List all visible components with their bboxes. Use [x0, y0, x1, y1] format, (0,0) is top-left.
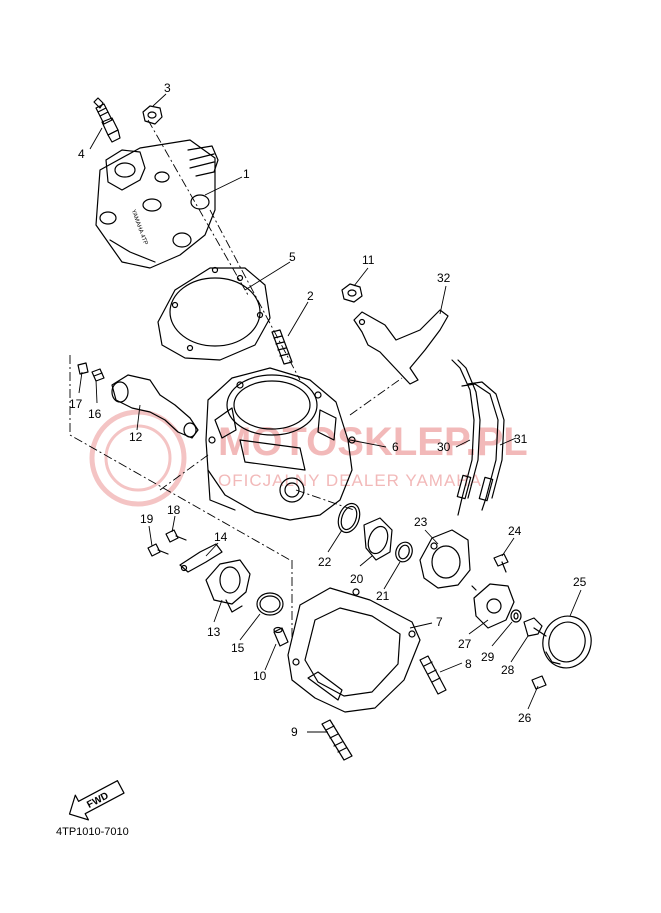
- fwd-arrow-icon: FWD: [68, 780, 125, 821]
- dowel-pin-part: [273, 626, 289, 647]
- intake-manifold-part: [205, 559, 251, 613]
- callout-15: 15: [231, 641, 245, 655]
- watermark-sub-text: OFICJALNY DEALER YAMAHA: [218, 471, 482, 490]
- base-gasket-part: [287, 587, 421, 713]
- housing-screw-part: [493, 553, 509, 573]
- callout-23: 23: [414, 515, 428, 529]
- callout-16: 16: [88, 407, 102, 421]
- callout-8: 8: [465, 657, 472, 671]
- callout-21: 21: [376, 589, 390, 603]
- fwd-label: FWD: [85, 790, 110, 810]
- callout-1: 1: [243, 167, 250, 181]
- exhaust-flange-part: [111, 374, 199, 439]
- cylinder-part: [205, 367, 356, 521]
- head-gasket-part: [157, 266, 271, 361]
- head-nut-part: [142, 105, 163, 125]
- callout-20: 20: [350, 572, 364, 586]
- oil-cables-part: [451, 359, 505, 516]
- spark-plug-part: [93, 97, 121, 143]
- washer-part: [510, 609, 522, 623]
- cover-screw-part: [531, 675, 547, 690]
- cylinder-head-part: YAMAHA 4TP: [95, 139, 219, 269]
- bracket-nut-part: [341, 283, 363, 303]
- cover-bolt-part: [523, 617, 547, 637]
- pump-cover-part: [542, 615, 592, 669]
- pump-plate-part: [471, 583, 515, 629]
- callout-24: 24: [508, 524, 522, 538]
- callout-14: 14: [214, 530, 228, 544]
- callout-10: 10: [253, 669, 267, 683]
- cable-bracket-part: [353, 309, 449, 385]
- callout-2: 2: [307, 289, 314, 303]
- head-stamp-text: YAMAHA 4TP: [130, 209, 148, 246]
- callout-17: 17: [69, 397, 83, 411]
- callout-3: 3: [164, 81, 171, 95]
- watermark: MOTOSKLEP.PL OFICJALNY DEALER YAMAHA: [89, 409, 528, 507]
- callout-19: 19: [140, 512, 154, 526]
- callout-13: 13: [207, 625, 221, 639]
- intake-joint-parts: [337, 502, 413, 563]
- manifold-bolt-parts: [147, 529, 187, 557]
- callout-27: 27: [458, 637, 472, 651]
- small-stud-parts: [77, 362, 105, 382]
- manifold-o-ring-part: [256, 592, 284, 616]
- callout-9: 9: [291, 725, 298, 739]
- watermark-main-text: MOTOSKLEP.PL: [218, 420, 528, 464]
- callout-4: 4: [78, 147, 85, 161]
- callout-25: 25: [573, 575, 587, 589]
- callout-31: 31: [514, 432, 528, 446]
- cylinder-stud-part: [271, 329, 293, 365]
- long-stud-part: [321, 719, 353, 761]
- callout-6: 6: [392, 440, 399, 454]
- callout-5: 5: [289, 250, 296, 264]
- pump-housing-part: [419, 529, 471, 589]
- callout-22: 22: [318, 555, 332, 569]
- callout-32: 32: [437, 271, 451, 285]
- diagram-code: 4TP1010-7010: [56, 826, 129, 838]
- callout-30: 30: [437, 440, 451, 454]
- callout-labels: 1 2 3 4 5 6 7 8 9 10 11 12 13 14 15 16 1…: [69, 81, 587, 739]
- leader-lines: [78, 93, 582, 733]
- callout-11: 11: [362, 253, 375, 267]
- clamp-part: [179, 543, 223, 573]
- callout-18: 18: [167, 503, 181, 517]
- base-stud-part: [419, 655, 447, 695]
- callout-26: 26: [518, 711, 532, 725]
- callout-7: 7: [436, 615, 443, 629]
- callout-28: 28: [501, 663, 515, 677]
- callout-12: 12: [129, 430, 143, 444]
- callout-29: 29: [481, 650, 495, 664]
